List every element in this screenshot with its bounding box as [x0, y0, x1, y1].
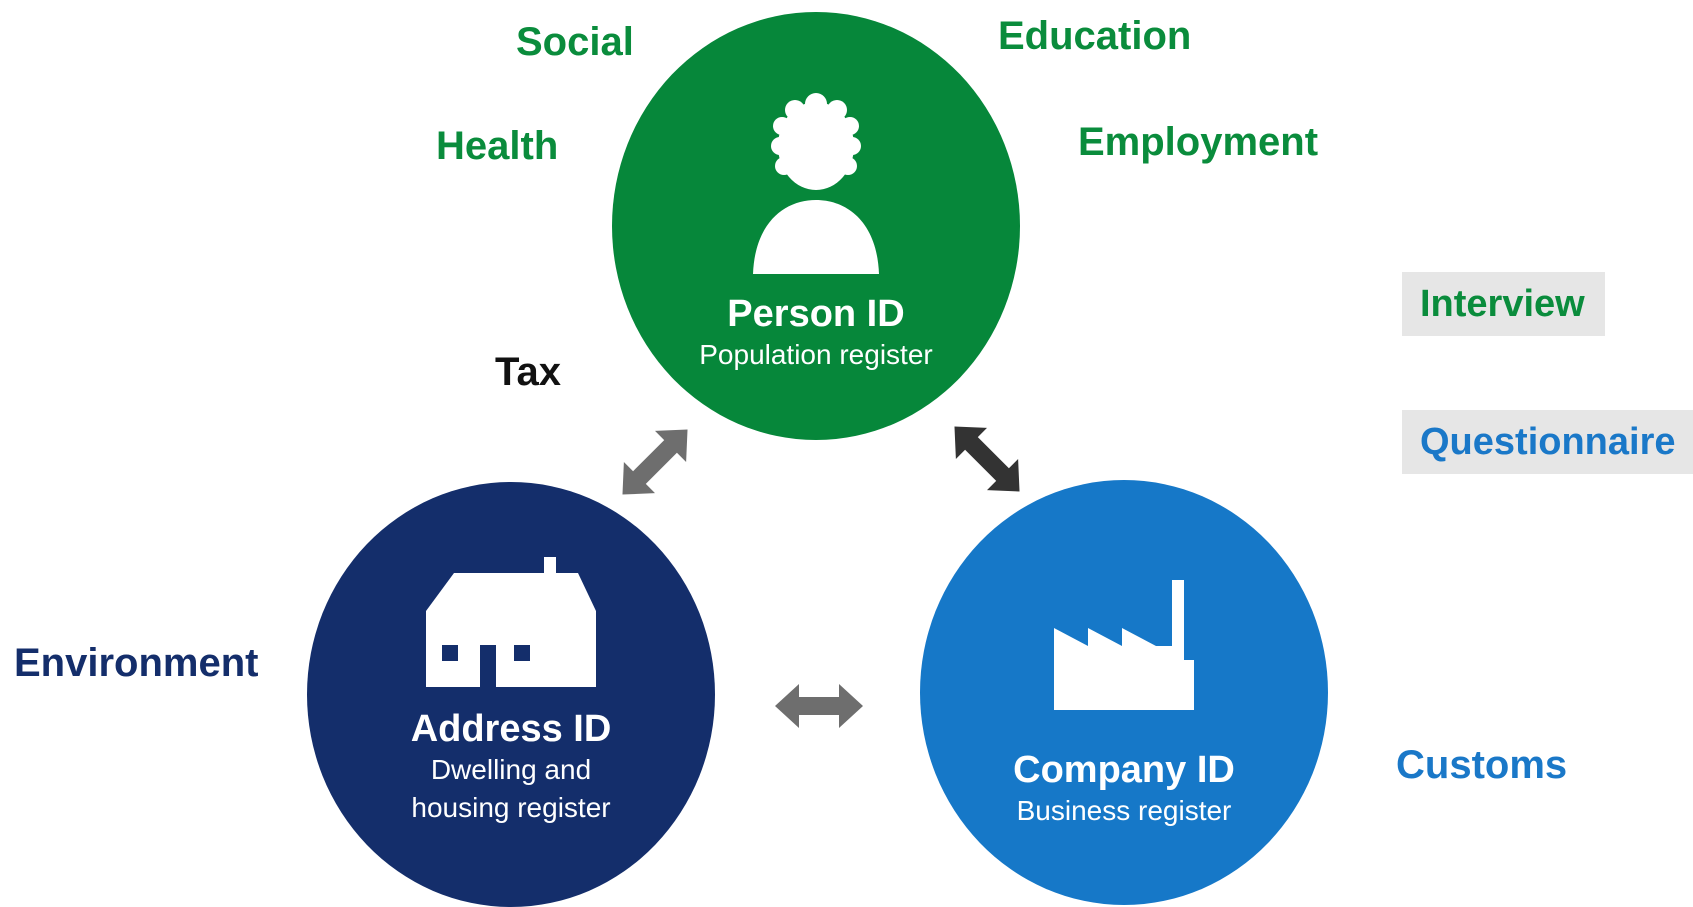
label-employment: Employment — [1078, 120, 1319, 164]
house-icon — [426, 557, 596, 687]
label-environment: Environment — [14, 641, 259, 685]
arrow-address-company — [775, 684, 863, 728]
label-tax: Tax — [495, 350, 561, 394]
tag-questionnaire-label: Questionnaire — [1420, 420, 1676, 463]
company-id-title: Company ID — [1013, 749, 1235, 791]
person-id-subtitle: Population register — [699, 338, 933, 370]
address-id-subtitle-line1: Dwelling and — [430, 753, 592, 785]
tag-questionnaire: Questionnaire — [1402, 410, 1693, 474]
tag-interview: Interview — [1402, 272, 1605, 336]
label-education: Education — [998, 14, 1192, 58]
label-customs: Customs — [1396, 743, 1568, 787]
label-social: Social — [516, 20, 634, 64]
address-id-title: Address ID — [410, 708, 612, 750]
person-id-node: Person ID Population register — [612, 12, 1020, 440]
arrow-person-address — [622, 429, 688, 495]
person-id-title: Person ID — [727, 293, 905, 335]
person-icon — [753, 93, 879, 274]
address-id-node: Address ID Dwelling and housing register — [307, 482, 715, 907]
tag-interview-label: Interview — [1420, 282, 1585, 325]
company-id-subtitle: Business register — [1016, 794, 1232, 826]
address-id-subtitle-line2: housing register — [411, 791, 611, 823]
company-id-node: Company ID Business register — [920, 480, 1328, 905]
factory-icon — [1054, 580, 1194, 710]
label-health: Health — [436, 124, 559, 168]
arrow-person-company — [954, 426, 1020, 492]
